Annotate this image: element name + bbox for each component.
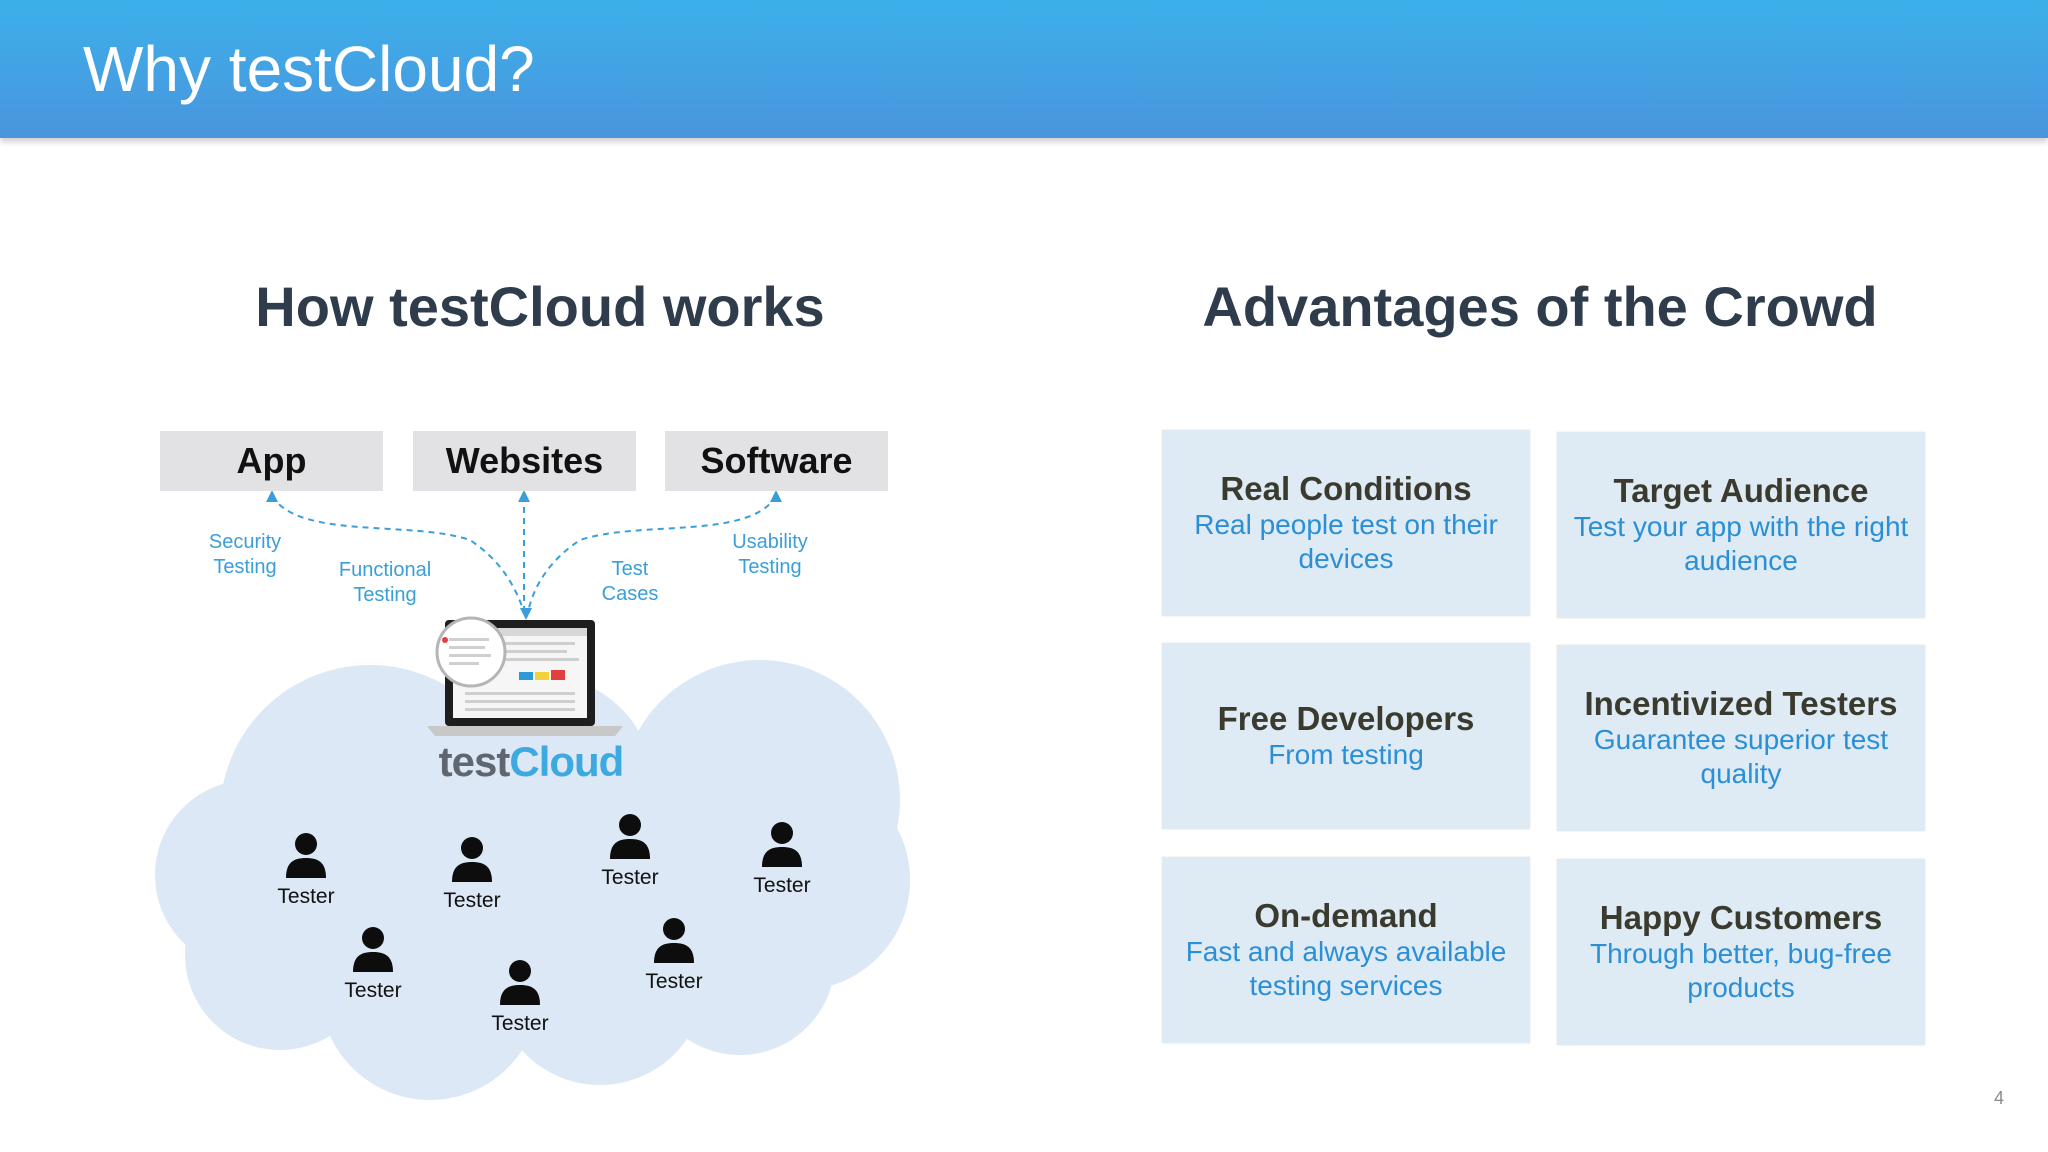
source-software: Software (665, 431, 888, 491)
card-title: On-demand (1254, 897, 1438, 934)
card-description: Test your app with the right audience (1573, 511, 1909, 576)
person-icon (452, 837, 492, 882)
page-number: 4 (1993, 1088, 2004, 1108)
tester-label: Tester (645, 970, 703, 993)
label-test-cases: Test Cases (601, 558, 659, 605)
tester-label: Tester (753, 874, 811, 897)
person-icon (610, 814, 650, 859)
tester-6: Tester (475, 959, 565, 1049)
tester-5: Tester (328, 926, 418, 1016)
card-title: Free Developers (1217, 700, 1475, 737)
card-description: Through better, bug-free products (1590, 938, 1892, 1003)
card-title: Real Conditions (1220, 470, 1472, 507)
card-on-demand: On-demand Fast and always available test… (1162, 857, 1530, 1043)
person-icon (286, 833, 326, 878)
tester-7: Tester (629, 917, 719, 1007)
tester-label: Tester (443, 889, 501, 912)
card-real-conditions: Real Conditions Real people test on thei… (1162, 430, 1530, 616)
card-description: From testing (1268, 739, 1424, 770)
label-usability-testing: Usability Testing (732, 531, 808, 578)
slide-title: Why testCloud? (83, 33, 535, 105)
how-it-works-heading: How testCloud works (255, 275, 825, 338)
card-description: Fast and always available testing servic… (1185, 936, 1507, 1001)
tester-label: Tester (601, 866, 659, 889)
testcloud-logo: testCloud (436, 738, 626, 786)
card-free-developers: Free Developers From testing (1162, 643, 1530, 829)
tester-label: Tester (277, 885, 335, 908)
tester-1: Tester (261, 832, 351, 922)
tester-2: Tester (427, 836, 517, 926)
source-websites: Websites (413, 431, 636, 491)
card-target-audience: Target Audience Test your app with the r… (1557, 432, 1925, 618)
card-title: Target Audience (1613, 472, 1869, 509)
label-security-testing: Security Testing (208, 531, 282, 578)
card-incentivized-testers: Incentivized Testers Guarantee superior … (1557, 645, 1925, 831)
card-description: Guarantee superior test quality (1593, 724, 1889, 789)
person-icon (353, 927, 393, 972)
card-title: Incentivized Testers (1584, 685, 1898, 722)
person-icon (500, 960, 540, 1005)
tester-label: Tester (344, 979, 402, 1002)
source-app: App (160, 431, 383, 491)
person-icon (654, 918, 694, 963)
card-description: Real people test on their devices (1194, 509, 1498, 574)
logo-text-cloud: Cloud (509, 738, 624, 785)
person-icon (762, 822, 802, 867)
tester-4: Tester (737, 821, 827, 911)
tester-label: Tester (491, 1012, 549, 1035)
advantages-heading: Advantages of the Crowd (1202, 275, 1878, 338)
title-bar: Why testCloud? (0, 0, 2048, 138)
card-happy-customers: Happy Customers Through better, bug-free… (1557, 859, 1925, 1045)
tester-3: Tester (585, 813, 675, 903)
label-functional-testing: Functional Testing (338, 559, 432, 606)
laptop-dashboard-image (427, 616, 623, 736)
card-title: Happy Customers (1599, 899, 1883, 936)
logo-text-test: test (438, 738, 511, 785)
